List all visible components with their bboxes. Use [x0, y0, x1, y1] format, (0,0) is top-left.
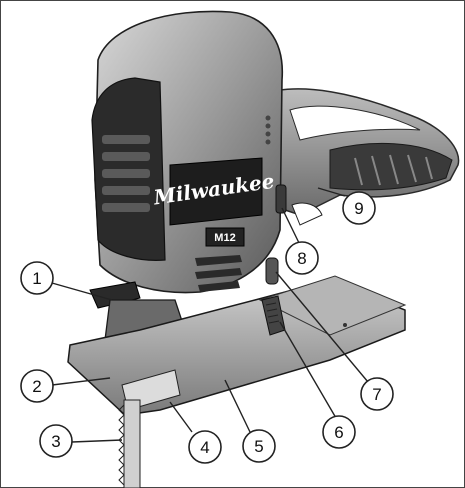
trigger-lock: [275, 184, 287, 214]
indicator-dots: [265, 115, 271, 145]
callout-label-3: 3: [51, 432, 60, 451]
trigger-guard: [291, 202, 323, 226]
shoe-rail: [258, 275, 407, 336]
callout-9: 9: [342, 191, 376, 225]
callout-2: 2: [20, 369, 54, 403]
callout-label-6: 6: [334, 423, 343, 442]
callout-label-9: 9: [354, 199, 363, 218]
callout-3: 3: [39, 424, 73, 458]
logo-plate: [169, 157, 263, 226]
callout-8: 8: [285, 241, 319, 275]
shoe-screw: [343, 323, 347, 327]
callout-label-7: 7: [372, 385, 381, 404]
callout-label-4: 4: [200, 438, 209, 457]
bevel-scale: [265, 302, 280, 324]
leader-lines: [51, 187, 369, 443]
callout-7: 7: [360, 377, 394, 411]
vent-slots: [102, 135, 150, 212]
speed-dial: [265, 257, 279, 285]
blade-teeth: [118, 404, 125, 486]
callout-4: 4: [188, 430, 222, 464]
blade-release-lever: [89, 281, 141, 309]
grip-ribs: [354, 154, 433, 186]
callout-1: 1: [20, 261, 54, 295]
callout-6: 6: [322, 415, 356, 449]
handle-opening: [289, 105, 421, 141]
callout-label-5: 5: [254, 437, 263, 456]
side-vents: [195, 255, 242, 292]
callout-label-8: 8: [297, 249, 306, 268]
callout-5: 5: [242, 429, 276, 463]
saw-blade: [123, 399, 141, 488]
callout-label-1: 1: [32, 269, 41, 288]
badge-label: M12: [214, 232, 235, 244]
badge: [205, 227, 245, 247]
callout-label-2: 2: [32, 377, 41, 396]
